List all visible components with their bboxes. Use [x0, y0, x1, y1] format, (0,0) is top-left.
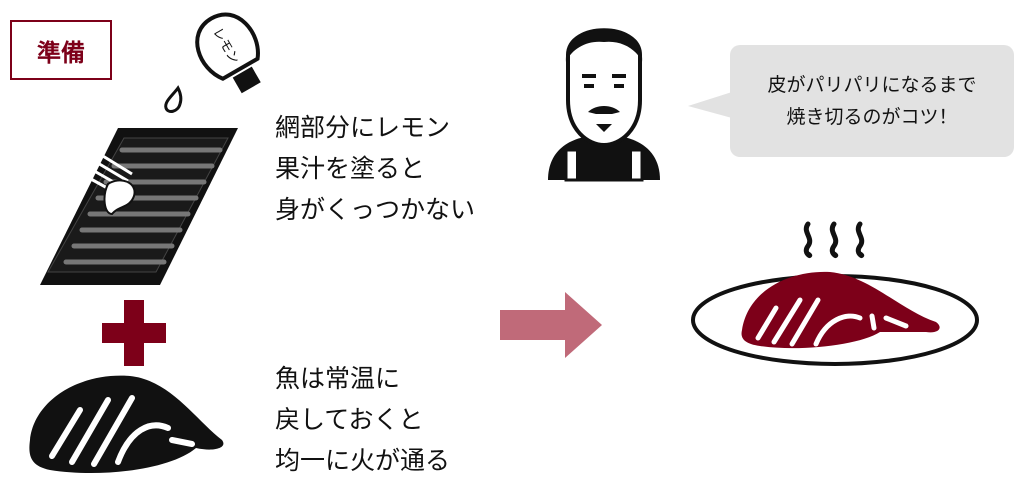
tip-line: 魚は常温に: [275, 364, 401, 393]
speech-line: 皮がパリパリになるまで: [767, 74, 977, 96]
arrow-right-icon: [500, 292, 602, 358]
tip-line: 均一に火が通る: [275, 446, 451, 475]
lemon-drop-icon: [164, 85, 183, 113]
preparation-badge: 準備: [10, 20, 112, 80]
tip-line: 身がくっつかない: [275, 195, 476, 224]
raw-fish-icon: [29, 375, 224, 474]
brush-icon: [19, 114, 136, 216]
plus-icon: [102, 300, 166, 366]
chef-avatar-icon: [548, 28, 660, 182]
chef-speech-bubble: 皮がパリパリになるまで 焼き切るのがコツ！: [730, 45, 1014, 157]
grill-icon: [19, 114, 238, 285]
fish-tip-text: 魚は常温に 戻しておくと 均一に火が通る: [275, 358, 450, 481]
tip-line: 網部分にレモン: [275, 113, 451, 142]
tip-line: 果汁を塗ると: [275, 154, 426, 183]
lemon-bottle-icon: レモン: [164, 12, 261, 113]
lemon-tip-text: 網部分にレモン 果汁を塗ると 身がくっつかない: [275, 107, 475, 230]
grilled-fish-plate-icon: [691, 221, 979, 366]
speech-bubble-tail: [688, 92, 732, 118]
speech-line: 焼き切るのがコツ！: [786, 106, 958, 128]
steam-icon: [803, 221, 865, 259]
tip-line: 戻しておくと: [275, 405, 424, 434]
